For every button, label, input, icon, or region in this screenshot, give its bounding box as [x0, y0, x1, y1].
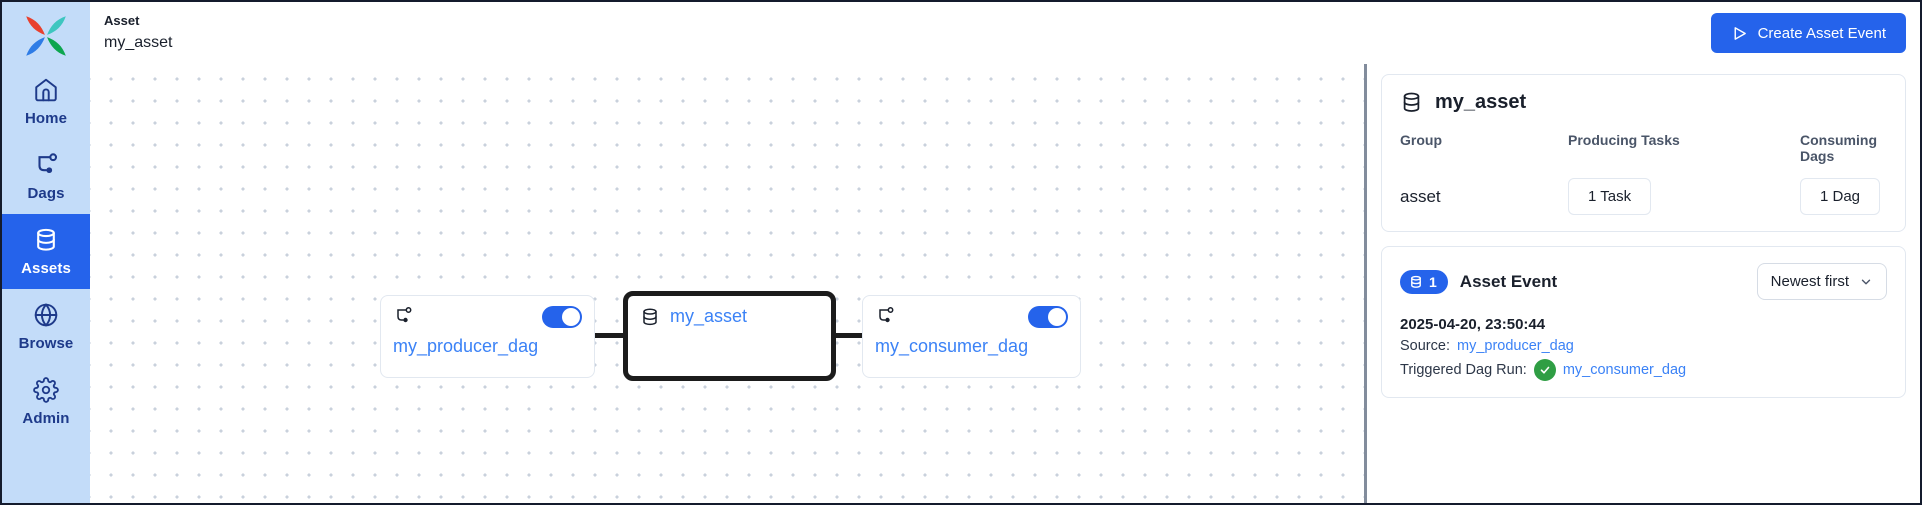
- sidebar-item-admin[interactable]: Admin: [2, 364, 90, 439]
- consumer-dag-link[interactable]: my_consumer_dag: [875, 336, 1029, 356]
- dag-icon: [397, 307, 412, 323]
- event-timestamp: 2025-04-20, 23:50:44: [1400, 316, 1546, 333]
- home-icon: [35, 78, 57, 102]
- lineage-graph-canvas[interactable]: my_producer_dag my_asset: [90, 64, 1364, 503]
- sidebar-item-label: Admin: [22, 410, 70, 427]
- sidebar-item-browse[interactable]: Browse: [2, 289, 90, 364]
- breadcrumb: Asset: [104, 13, 140, 29]
- database-icon: [37, 228, 55, 251]
- create-asset-event-button[interactable]: Create Asset Event: [1710, 13, 1906, 53]
- chevron-down-icon: [1861, 279, 1871, 284]
- producer-dag-link[interactable]: my_producer_dag: [393, 336, 539, 356]
- page-header: Asset my_asset Create Asset Event: [90, 2, 1920, 64]
- producing-tasks-label: Producing Tasks: [1568, 132, 1680, 148]
- sidebar-item-dags[interactable]: Dags: [2, 139, 90, 214]
- sidebar-item-label: Browse: [18, 335, 74, 352]
- group-label: Group: [1400, 132, 1442, 148]
- sort-order-select[interactable]: Newest first: [1756, 263, 1887, 300]
- dag-pause-toggle[interactable]: [1028, 306, 1068, 328]
- edge-asset-to-consumer: [835, 333, 864, 338]
- group-value: asset: [1400, 186, 1441, 206]
- dag-icon: [879, 307, 894, 323]
- asset-events-card: 1 Asset Event Newest first 2025-04-20, 2…: [1381, 246, 1906, 398]
- asset-node-link[interactable]: my_asset: [670, 306, 748, 326]
- play-icon: [1734, 26, 1746, 40]
- database-icon: [1403, 92, 1420, 112]
- sidebar-item-label: Assets: [21, 260, 71, 277]
- asset-event-item: 2025-04-20, 23:50:44 Source: my_producer…: [1400, 316, 1887, 381]
- create-asset-event-label: Create Asset Event: [1757, 24, 1886, 42]
- sidebar-item-label: Home: [24, 110, 68, 127]
- gear-icon: [33, 377, 59, 403]
- globe-icon: [34, 303, 58, 327]
- airflow-pinwheel-icon: [26, 16, 66, 56]
- sidebar-item-assets[interactable]: Assets: [2, 214, 90, 289]
- dag-icon: [38, 153, 58, 174]
- toggle-knob: [1048, 308, 1066, 326]
- sidebar: Home Dags Assets Browse: [2, 2, 90, 503]
- breadcrumb-block: Asset my_asset: [104, 13, 172, 52]
- database-icon: [643, 307, 657, 325]
- event-source-label: Source:: [1400, 338, 1450, 354]
- events-card-title: Asset Event: [1459, 271, 1558, 291]
- edge-producer-to-asset: [594, 333, 625, 338]
- sidebar-item-label: Dags: [27, 185, 65, 202]
- main-area: Asset my_asset Create Asset Event: [90, 2, 1920, 503]
- consuming-dags-button[interactable]: 1 Dag: [1800, 178, 1881, 215]
- asset-details-panel: my_asset Group Producing Tasks Consuming…: [1367, 64, 1920, 503]
- sidebar-item-home[interactable]: Home: [2, 64, 90, 139]
- asset-card-title: my_asset: [1435, 91, 1527, 113]
- event-triggered-dag-run-link[interactable]: my_consumer_dag: [1562, 362, 1687, 378]
- asset-summary-card: my_asset Group Producing Tasks Consuming…: [1381, 74, 1906, 232]
- graph-node-consumer-dag[interactable]: my_consumer_dag: [862, 295, 1081, 378]
- graph-node-asset[interactable]: my_asset: [623, 291, 836, 381]
- panel-resize-handle[interactable]: [1364, 64, 1367, 503]
- sort-order-value: Newest first: [1770, 273, 1849, 290]
- event-triggered-label: Triggered Dag Run:: [1400, 362, 1527, 378]
- event-source-link[interactable]: my_producer_dag: [1456, 338, 1574, 354]
- event-count: 1: [1429, 273, 1437, 290]
- consuming-dags-label: Consuming Dags: [1800, 132, 1877, 164]
- producing-tasks-button[interactable]: 1 Task: [1568, 178, 1652, 215]
- page-title: my_asset: [104, 33, 173, 51]
- event-count-badge: 1: [1400, 269, 1448, 294]
- graph-node-producer-dag[interactable]: my_producer_dag: [380, 295, 595, 378]
- dag-pause-toggle[interactable]: [542, 306, 582, 328]
- toggle-knob: [562, 308, 580, 326]
- success-check-icon: [1533, 359, 1556, 381]
- airflow-logo[interactable]: [2, 2, 90, 64]
- database-icon: [1411, 275, 1421, 288]
